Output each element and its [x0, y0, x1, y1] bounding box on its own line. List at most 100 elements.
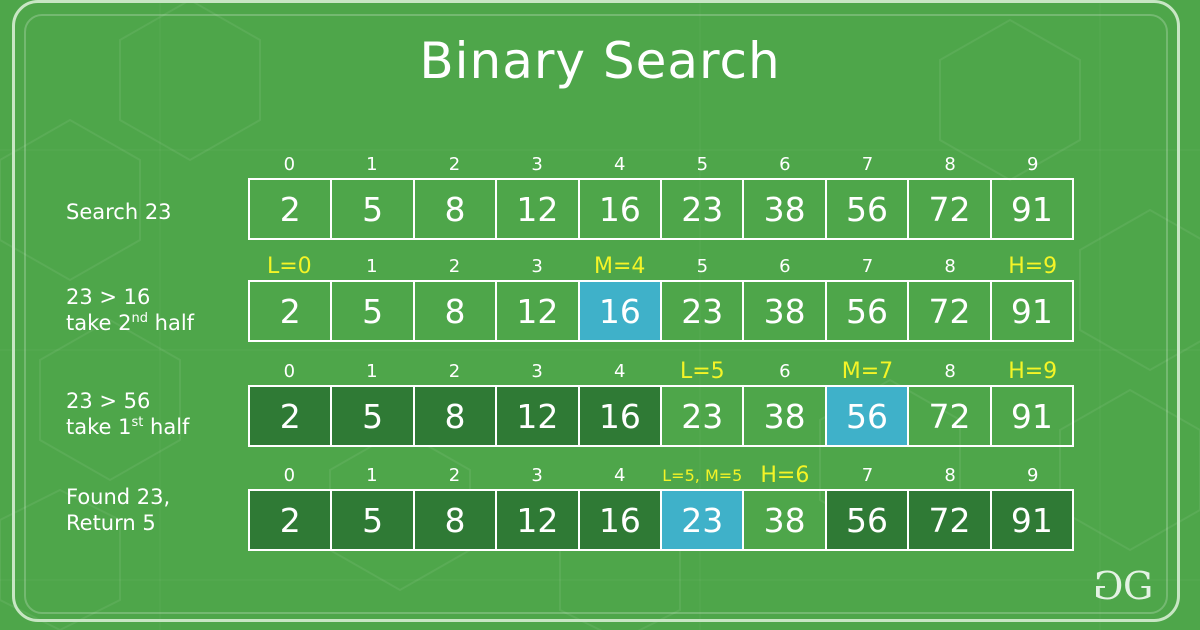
index-label: 6 [779, 361, 791, 382]
step-3-label: 23 > 56 take 1st half [66, 388, 246, 440]
array-cell: 12 [497, 282, 580, 340]
array-cell-highlighted: 56 [826, 387, 910, 445]
page-title: Binary Search [419, 32, 781, 90]
array-cell-excluded: 56 [826, 491, 910, 549]
array-cell-excluded: 8 [414, 387, 498, 445]
array-cell: 91 [1010, 291, 1053, 331]
array-cell: 38 [744, 387, 827, 445]
index-label: 8 [944, 361, 956, 382]
array-cell-excluded: 16 [579, 387, 663, 445]
index-label: 6 [779, 154, 791, 175]
index-label: 1 [366, 256, 378, 277]
index-label: 3 [531, 361, 543, 382]
index-label: 7 [861, 465, 874, 486]
step-1-label-line-1: Search 23 [66, 200, 172, 224]
index-label: 4 [613, 154, 626, 175]
step-2-label-line-2: take 2nd half [66, 311, 195, 335]
array-cell-highlighted: 23 [662, 491, 745, 549]
array-cell-excluded: 12 [497, 387, 580, 445]
index-label: 1 [366, 465, 378, 486]
step-4-label: Found 23, Return 5 [66, 484, 246, 536]
pointer-label: M=7 [841, 359, 894, 384]
array-cell: 2 [250, 180, 333, 238]
index-label: 9 [1026, 154, 1039, 175]
array-cell-excluded: 16 [579, 491, 663, 549]
index-label: 1 [366, 361, 378, 382]
step-2-label: 23 > 16 take 2nd half [66, 284, 246, 336]
array-cell: 8 [415, 282, 498, 340]
step-4-label-line-2: Return 5 [66, 511, 156, 535]
index-label: 8 [944, 154, 956, 175]
index-label: 3 [531, 256, 543, 277]
step-1-label: Search 23 [66, 199, 246, 225]
step-3-label-line-1: 23 > 56 [66, 389, 151, 413]
index-label: 9 [1026, 465, 1039, 486]
step-2-label-line-1: 23 > 16 [66, 285, 151, 309]
step-4-label-line-1: Found 23, [66, 485, 171, 509]
index-label: 3 [531, 154, 543, 175]
index-label: 3 [531, 465, 543, 486]
array-cell-excluded: 5 [332, 491, 415, 549]
array-cell-excluded: 5 [332, 387, 415, 445]
array-cell-highlighted: 16 [579, 282, 663, 340]
outer-frame [12, 0, 1180, 622]
array-cell: 2 [250, 282, 333, 340]
array-cell-excluded: 72 [909, 491, 992, 549]
array-cell: 16 [580, 180, 663, 238]
array-cell: 56 [827, 180, 910, 238]
pointer-label: L=5 [679, 359, 725, 384]
array-cell: 91 [1010, 189, 1053, 229]
pointer-label: H=9 [1008, 254, 1058, 279]
array-cell: 5 [332, 282, 415, 340]
index-label: 2 [448, 154, 461, 175]
index-label: 7 [861, 256, 874, 277]
array-cell: 72 [909, 282, 992, 340]
array-cell: 12 [497, 180, 580, 238]
index-label: 2 [448, 256, 461, 277]
array-cell-excluded: 91 [991, 491, 1073, 549]
array-cell: 5 [332, 180, 415, 238]
array-cell: 72 [909, 387, 992, 445]
array-cell: 38 [744, 491, 827, 549]
array-cell: 91 [1010, 396, 1053, 436]
index-label: 4 [613, 361, 626, 382]
index-label: 8 [944, 465, 956, 486]
index-label: 2 [448, 465, 461, 486]
step-2-index-row: L=0 1 2 3 M=4 5 6 7 8 H=9 [248, 254, 1074, 280]
index-label: 0 [283, 154, 296, 175]
step-1-index-row: 0 1 2 3 4 5 6 7 8 9 [248, 152, 1074, 178]
index-label: 6 [779, 256, 791, 277]
step-3-label-line-2: take 1st half [66, 415, 190, 439]
array-cell-excluded: 2 [250, 491, 333, 549]
index-label: 8 [944, 256, 956, 277]
array-cell: 23 [662, 282, 745, 340]
index-label: 4 [613, 465, 626, 486]
pointer-label: M=4 [593, 254, 646, 279]
index-label: 5 [696, 256, 709, 277]
array-cell: 56 [827, 282, 910, 340]
pointer-label: H=9 [1008, 359, 1058, 384]
geeksforgeeks-logo: GG [1092, 564, 1154, 608]
array-cell-excluded: 2 [250, 387, 333, 445]
inner-frame [24, 14, 1168, 614]
index-label: 0 [283, 465, 296, 486]
index-label: 0 [283, 361, 296, 382]
pointer-label: L=5, M=5 [662, 466, 743, 485]
array-cell: 23 [662, 180, 745, 238]
array-cell: 38 [744, 180, 827, 238]
array-cell: 38 [744, 282, 827, 340]
step-3-index-row: 0 1 2 3 4 L=5 6 M=7 8 H=9 [248, 359, 1074, 385]
index-label: 7 [861, 154, 874, 175]
index-label: 1 [366, 154, 378, 175]
array-cell-excluded: 12 [497, 491, 580, 549]
pointer-label: L=0 [266, 254, 312, 279]
index-label: 2 [448, 361, 461, 382]
index-label: 5 [696, 154, 709, 175]
array-cell: 8 [415, 180, 498, 238]
array-cell: 23 [662, 387, 745, 445]
